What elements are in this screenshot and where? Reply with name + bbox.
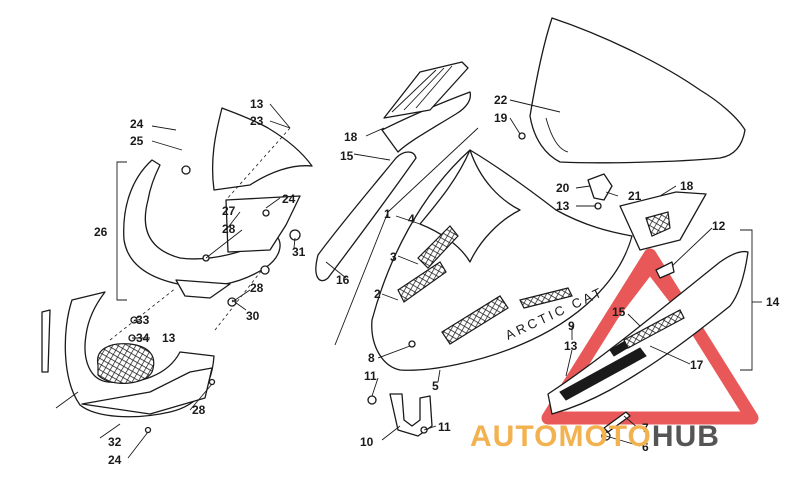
callout-24c: 24 [108,453,122,467]
callout-13a: 13 [250,97,264,111]
callout-6: 6 [642,440,649,454]
watermark-hub: HUB [652,420,720,453]
callout-27: 27 [222,204,236,218]
right-group [509,17,762,447]
center-panel [211,107,313,191]
callout-7: 7 [642,421,649,435]
watermark-moto: MOTO [558,420,651,453]
side-rail [315,151,417,282]
callout-25: 25 [130,134,144,148]
callout-3: 3 [390,250,397,264]
callout-8: 8 [368,351,375,365]
watermark-auto: AUTO [470,420,558,453]
callout-15a: 15 [340,149,354,163]
windshield [529,17,746,164]
callout-21: 21 [628,189,642,203]
svg-text:AUTOMOTOHUB: AUTOMOTOHUB [470,420,720,453]
center-group: ARCTIC CAT [315,61,633,441]
callout-33: 34 [136,331,150,345]
callout-13d: 13 [564,339,578,353]
callout-18a: 18 [344,130,358,144]
callout-28c: 28 [192,403,206,417]
left-group [41,103,313,459]
callout-10: 10 [360,435,374,449]
callout-4: 4 [408,212,415,226]
callout-11a: 11 [364,369,377,383]
callout-14: 14 [766,295,780,309]
callout-28b: 28 [250,281,264,295]
callout-22: 22 [494,93,508,107]
lower-nose-fairing [123,159,281,287]
callout-1: 1 [384,207,391,221]
callout-5: 5 [432,379,439,393]
callout-2: 2 [374,287,381,301]
hood-vent-left [417,225,459,269]
watermark: AUTOMOTOHUB [470,420,720,453]
callout-32: 33 [136,313,150,327]
callout-9: 9 [568,319,575,333]
callout-24a: 24 [130,117,144,131]
callout-13b: 13 [162,331,176,345]
callout-12: 12 [712,219,726,233]
callout-29: 30 [246,309,260,323]
callout-11b: 11 [438,420,451,434]
callout-19: 19 [494,111,508,125]
callout-13c: 13 [556,199,570,213]
callout-23: 23 [250,114,264,128]
callout-24b: 24 [282,192,296,206]
callout-26: 26 [94,225,108,239]
callout-18b: 18 [680,179,694,193]
callout-31: 32 [108,435,122,449]
callout-16: 16 [336,273,350,287]
callout-15b: 15 [612,305,626,319]
callout-28a: 28 [222,222,236,236]
callout-17: 17 [690,358,704,372]
callout-30: 31 [292,245,306,259]
callout-20: 20 [556,181,570,195]
callout-labels: 24 25 13 23 26 24 27 28 31 28 30 33 34 1… [94,93,780,467]
